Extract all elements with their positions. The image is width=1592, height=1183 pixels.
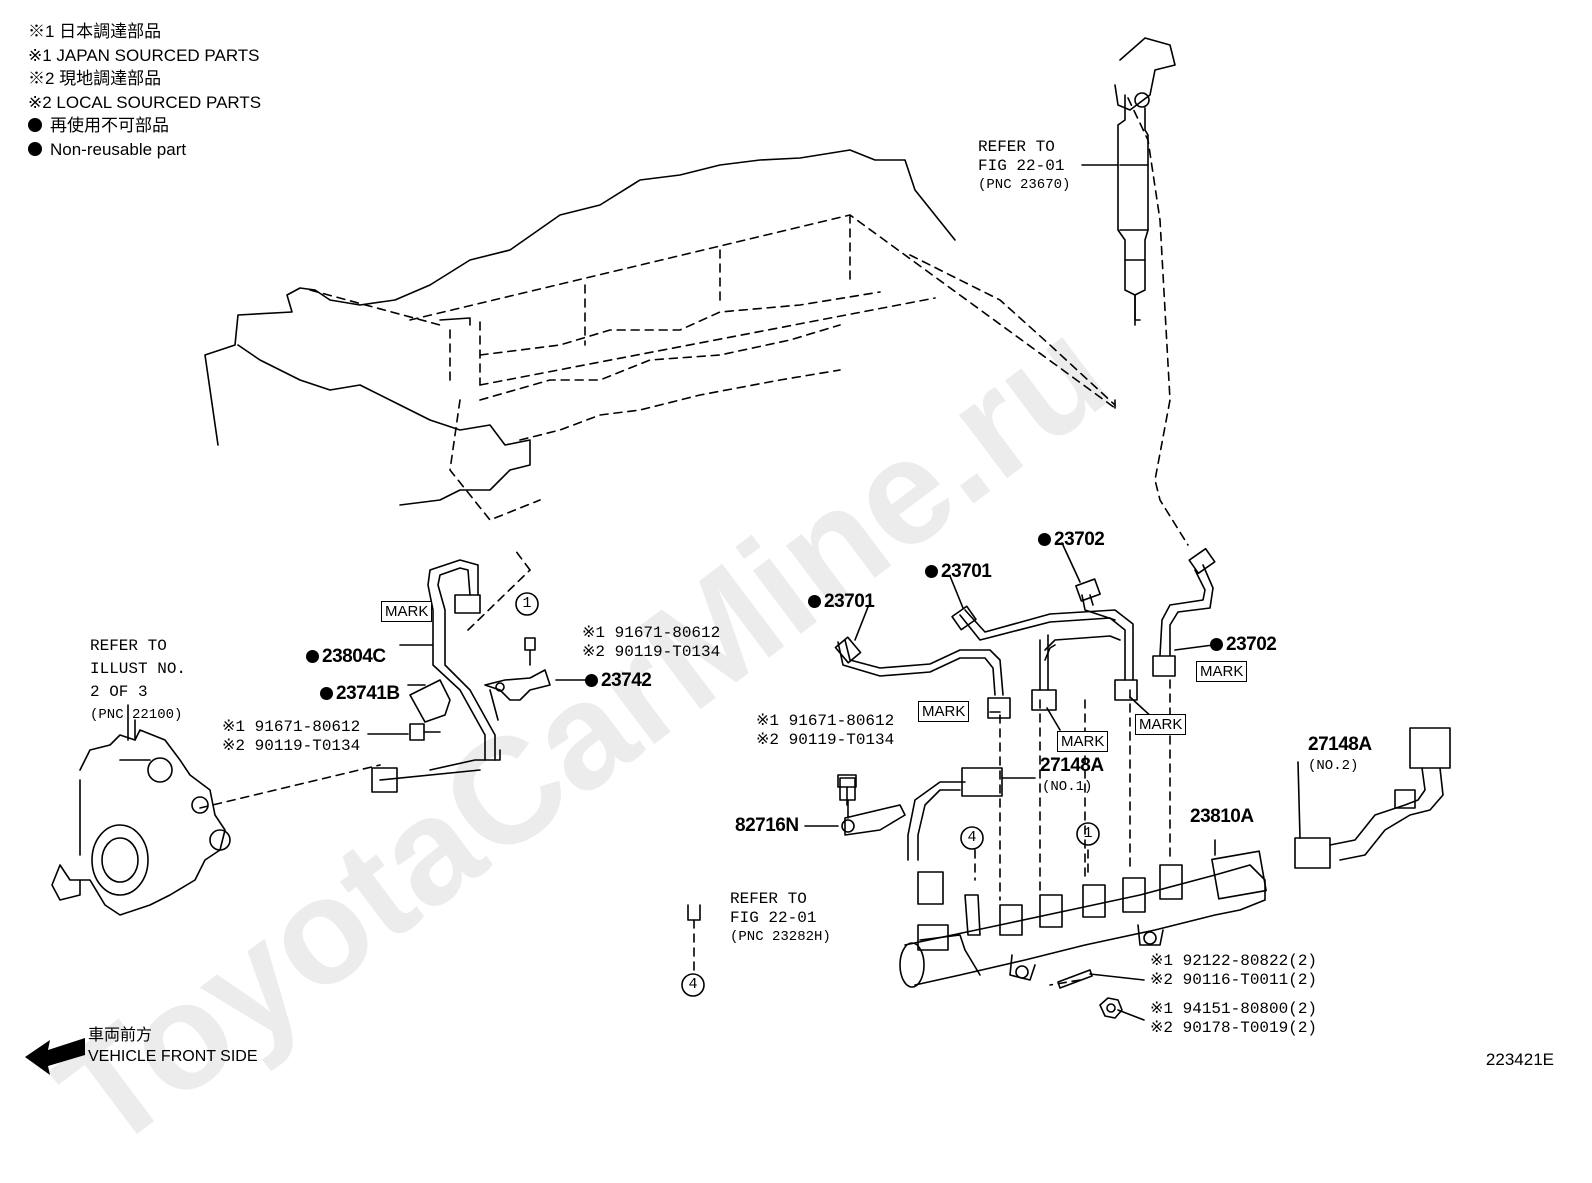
callout-4-circle — [960, 826, 984, 850]
parts-diagram: ToyotaCarMine.ru ※1 日本調達部品 ※1 JAPAN SOUR… — [25, 20, 1554, 1181]
front-arrow-icon — [25, 1038, 85, 1075]
mark-label: MARK — [1135, 714, 1187, 735]
cover-dashed — [199, 97, 1189, 986]
ref-injector: REFER TO FIG 22-01 (PNC 23670) — [978, 138, 1071, 193]
bullet-icon — [306, 650, 319, 663]
callout-4: 4 — [967, 829, 977, 846]
injection-pipes — [834, 547, 1216, 719]
pipe-23804C — [371, 559, 501, 793]
bullet-icon — [585, 674, 598, 687]
bullet-icon — [28, 141, 42, 156]
bullet-icon — [808, 595, 821, 608]
legend: ※1 日本調達部品 ※1 JAPAN SOURCED PARTS ※2 現地調達… — [28, 20, 261, 161]
part-23741B: 23741B — [320, 683, 400, 705]
mark-label: MARK — [918, 701, 970, 722]
part-27148A-no2: 27148A — [1308, 734, 1372, 755]
callout-4b: 4 — [688, 976, 698, 993]
part-23701-a: 23701 — [808, 591, 875, 613]
supply-pump — [51, 719, 231, 916]
bullet-icon — [1210, 638, 1223, 651]
common-rail — [899, 850, 1267, 988]
note-stud: ※1 92122-80822(2) ※2 90116-T0011(2) — [1150, 952, 1318, 989]
mark-label: MARK — [1057, 731, 1109, 752]
part-23702-a: 23702 — [1038, 529, 1105, 551]
leader-lines — [127, 164, 1301, 1021]
stud-and-nut — [1057, 969, 1123, 1019]
legend-local-sourced: ※2 LOCAL SOURCED PARTS — [28, 92, 262, 112]
bolt-small — [837, 774, 857, 806]
ref-rail: REFER TO FIG 22-01 (PNC 23282H) — [730, 890, 831, 945]
legend-nonreusable-jp: 再使用不可部品 — [28, 114, 261, 138]
bullet-icon — [28, 118, 42, 132]
part-23701-b: 23701 — [925, 561, 992, 583]
callout-4b-circle — [681, 973, 705, 997]
mark-label: MARK — [1196, 661, 1248, 682]
part-23742: 23742 — [585, 670, 652, 692]
part-27148A-no2-sub: (NO.2) — [1308, 758, 1359, 774]
note-bolt-mid: ※1 91671-80612 ※2 90119-T0134 — [756, 712, 895, 749]
legend-nonreusable: Non-reusable part — [28, 138, 261, 162]
note-bolt-top: ※1 91671-80612 ※2 90119-T0134 — [582, 624, 721, 661]
part-23702-b: 23702 — [1210, 634, 1277, 656]
note-bolt-left: ※1 91671-80612 ※2 90119-T0134 — [222, 718, 361, 755]
vehicle-front-label: 車両前方 VEHICLE FRONT SIDE — [88, 1027, 258, 1065]
illustration-code: 223421E — [1485, 1050, 1554, 1069]
callout-1b: 1 — [1083, 825, 1093, 842]
part-23810A: 23810A — [1190, 806, 1254, 827]
mark-label: MARK — [381, 601, 433, 622]
bracket-82716N — [839, 777, 906, 836]
engine-outline — [204, 149, 956, 506]
part-23804C: 23804C — [306, 646, 386, 668]
bullet-icon — [925, 565, 938, 578]
legend-local-jp: ※2 現地調達部品 — [28, 69, 162, 88]
harness-no2 — [1294, 727, 1451, 869]
callout-1-circle — [515, 592, 539, 616]
harness-no1 — [907, 767, 1003, 905]
part-27148A-no1-sub: (NO.1) — [1042, 779, 1093, 795]
bullet-icon — [1038, 533, 1051, 546]
clamp-23742 — [484, 637, 551, 701]
clip-rail — [687, 904, 701, 921]
legend-japan-sourced: ※1 JAPAN SOURCED PARTS — [28, 45, 260, 65]
legend-jp-sourced: ※1 日本調達部品 — [28, 22, 162, 41]
injector — [1114, 37, 1176, 326]
bullet-icon — [320, 687, 333, 700]
bolt-left — [409, 723, 441, 741]
note-nut: ※1 94151-80800(2) ※2 90178-T0019(2) — [1150, 1000, 1318, 1037]
part-27148A-no1: 27148A — [1040, 755, 1104, 776]
ref-pump: REFER TO ILLUST NO. 2 OF 3 (PNC 22100) — [90, 637, 187, 723]
callout-1b-circle — [1076, 822, 1100, 846]
callout-1: 1 — [522, 595, 532, 612]
diagram-drawing — [25, 37, 1451, 1075]
part-82716N: 82716N — [735, 815, 799, 836]
